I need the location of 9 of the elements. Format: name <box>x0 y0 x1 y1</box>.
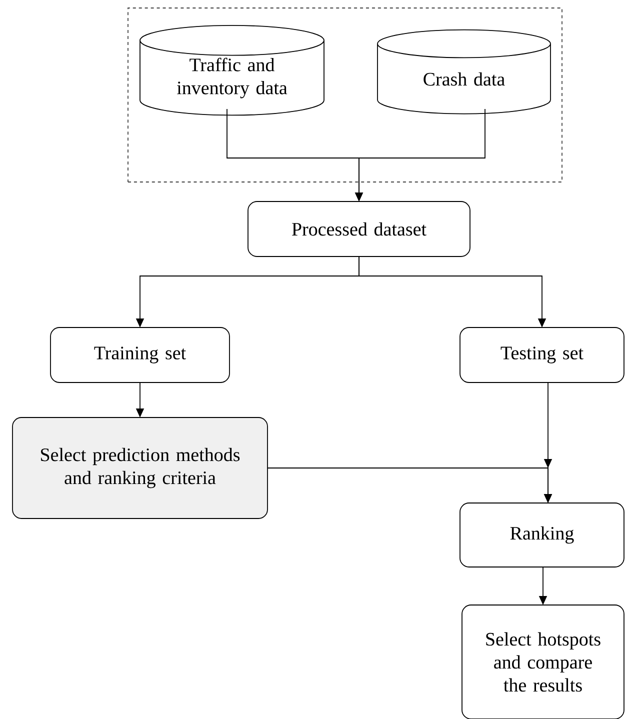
dashed-group-frame <box>128 8 562 182</box>
process-box: Testing set <box>460 327 624 383</box>
process-box: Select hotspots and compare the results <box>462 604 624 719</box>
database-cylinder: Crash data <box>377 29 551 114</box>
process-box: Select prediction methods and ranking criteria <box>12 417 268 519</box>
process-box: Training set <box>50 327 230 383</box>
process-box: Ranking <box>460 502 624 568</box>
database-cylinder: Traffic and inventory data <box>140 25 324 116</box>
process-box: Processed dataset <box>248 201 470 257</box>
